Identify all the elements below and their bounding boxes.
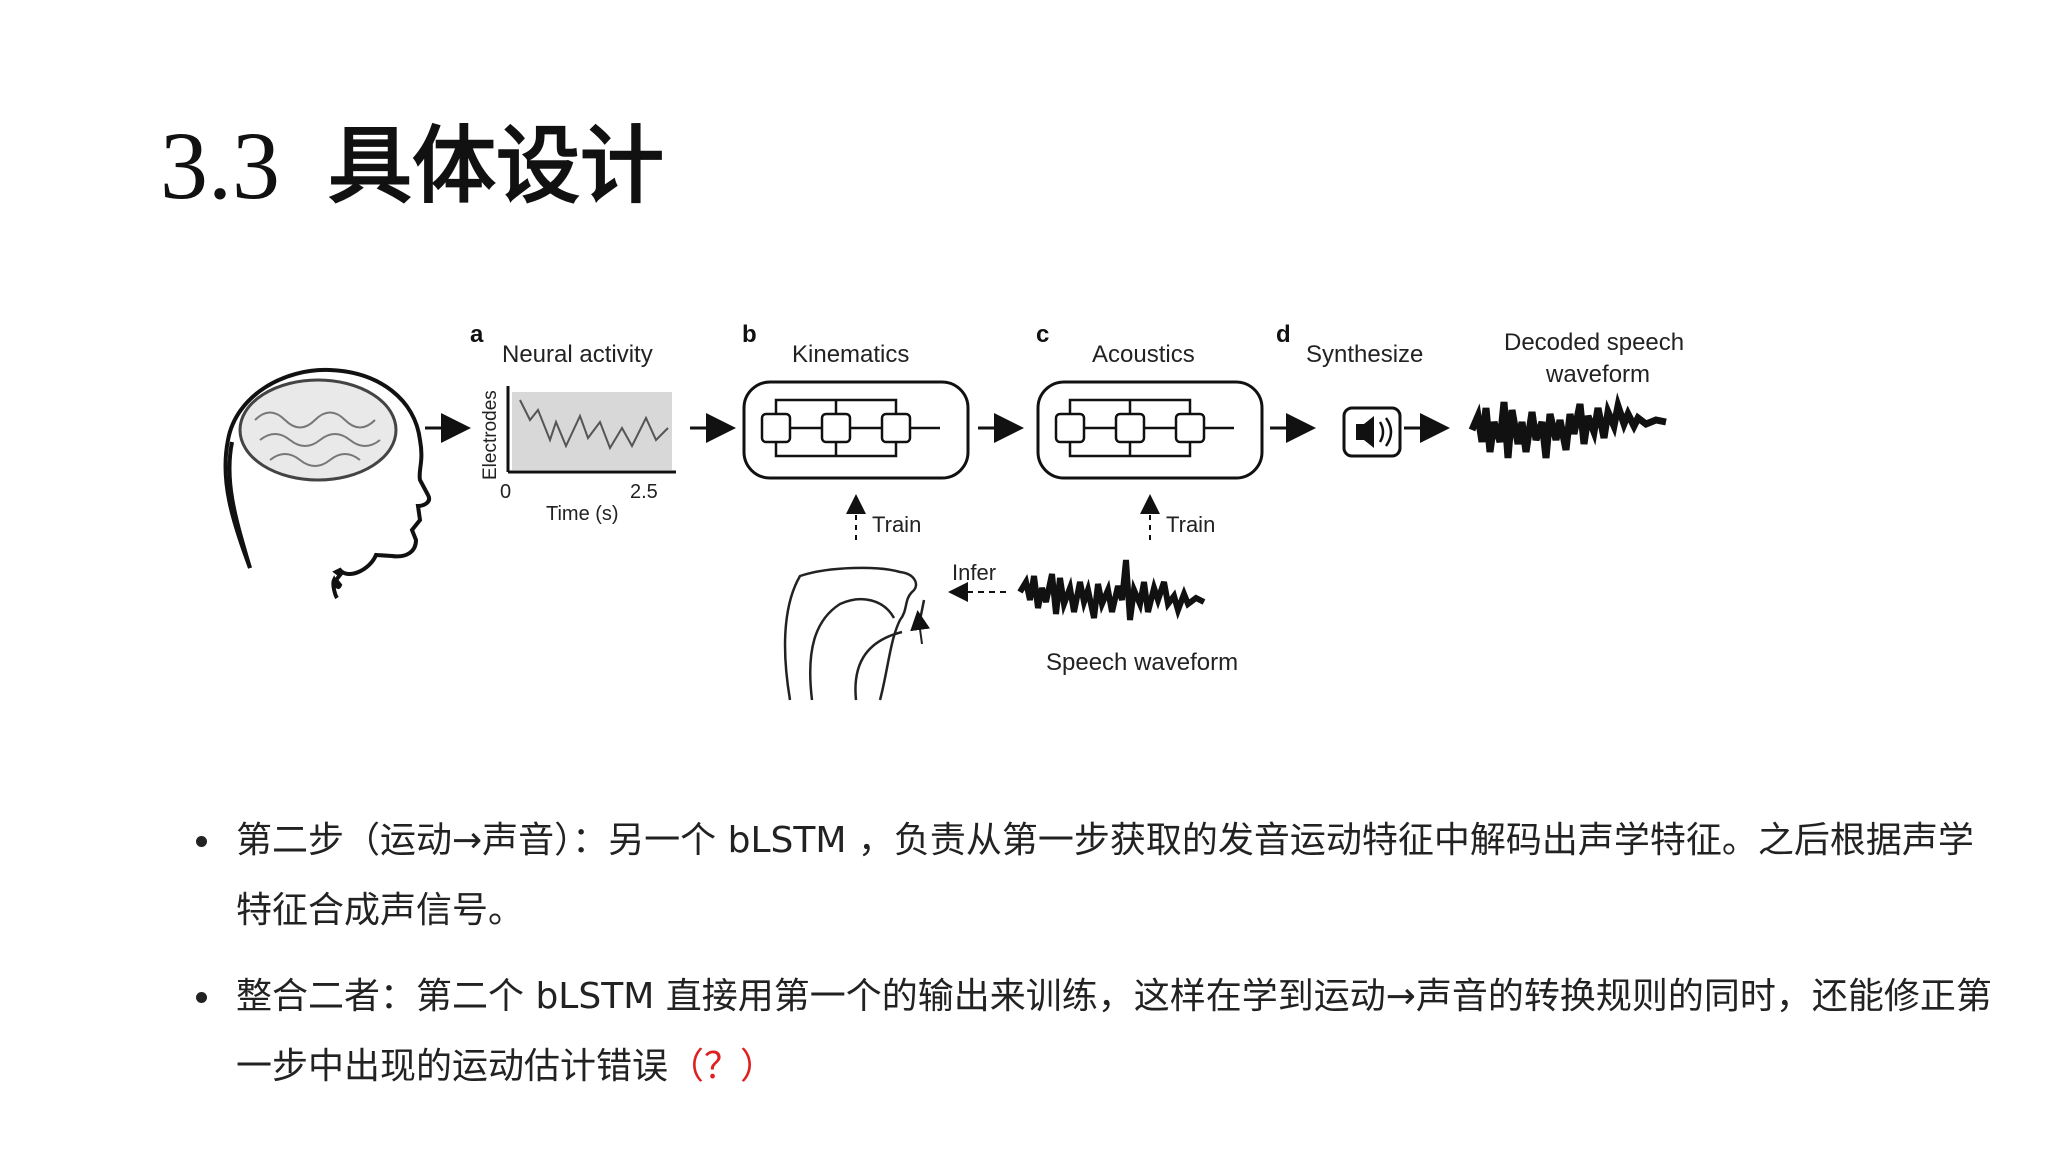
decoded-waveform: [1468, 392, 1667, 459]
bullet-item-2: 整合二者：第二个 bLSTM 直接用第一个的输出来训练，这样在学到运动→声音的转…: [196, 962, 1996, 1102]
decoded-speech-label: Decoded speech: [1504, 329, 1684, 356]
neural-raster: [512, 392, 672, 470]
bullet-text-2-main: 整合二者：第二个 bLSTM 直接用第一个的输出来训练，这样在学到运动→声音的转…: [236, 976, 1992, 1087]
panel-letter-b: b: [742, 321, 757, 348]
vocal-tract-icon: [783, 566, 931, 701]
panel-letter-c: c: [1036, 321, 1049, 348]
neural-activity-label: Neural activity: [502, 341, 653, 368]
train-label-b: Train: [872, 512, 921, 537]
slide-title: 具体设计: [328, 117, 665, 215]
section-number: 3.3: [160, 112, 280, 219]
kinematics-label: Kinematics: [792, 341, 909, 368]
synthesize-label: Synthesize: [1306, 341, 1423, 368]
speaker-icon: [1356, 416, 1393, 448]
time-axis-label: Time (s): [546, 503, 619, 525]
head-brain-icon: [223, 367, 431, 600]
train-label-c: Train: [1166, 512, 1215, 537]
time-tick-0: 0: [500, 481, 511, 503]
time-tick-2-5: 2.5: [630, 481, 658, 503]
decoded-waveform-label: waveform: [1545, 361, 1650, 388]
bullet-list: 第二步（运动→声音）：另一个 bLSTM ，负责从第一步获取的发音运动特征中解码…: [196, 806, 1996, 1118]
panel-letter-a: a: [470, 321, 484, 348]
panel-letter-d: d: [1276, 321, 1291, 348]
bullet-dot: [196, 992, 207, 1003]
electrodes-label: Electrodes: [480, 390, 501, 480]
kinematics-blstm-box: [742, 380, 970, 480]
speech-waveform: [1017, 559, 1206, 621]
bullet-dot: [196, 836, 207, 847]
bullet-text-2: 整合二者：第二个 bLSTM 直接用第一个的输出来训练，这样在学到运动→声音的转…: [236, 976, 1992, 1087]
infer-label: Infer: [952, 560, 996, 585]
acoustics-lstm-cells: [1054, 398, 1234, 458]
bullet-text-1: 第二步（运动→声音）：另一个 bLSTM ，负责从第一步获取的发音运动特征中解码…: [236, 820, 1974, 931]
speech-waveform-label: Speech waveform: [1046, 649, 1238, 676]
question-mark-note: （？）: [668, 1046, 777, 1087]
kinematics-lstm-cells: [760, 398, 940, 458]
acoustics-blstm-box: [1036, 380, 1264, 480]
bullet-item-1: 第二步（运动→声音）：另一个 bLSTM ，负责从第一步获取的发音运动特征中解码…: [196, 806, 1996, 946]
acoustics-label: Acoustics: [1092, 341, 1195, 368]
